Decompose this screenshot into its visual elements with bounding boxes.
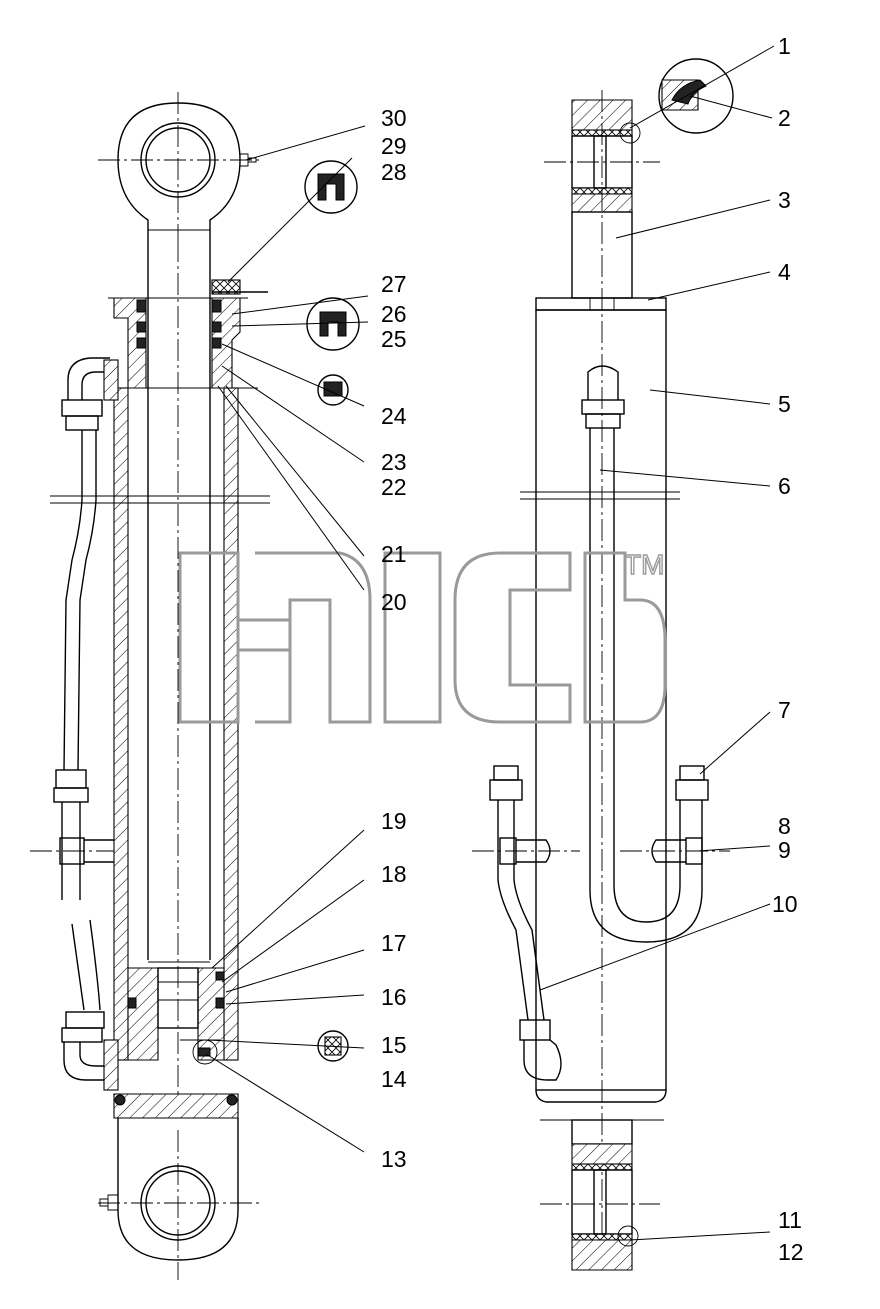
u-pipe — [581, 365, 730, 943]
callout-3: 3 — [778, 187, 791, 213]
wiper-cap — [211, 279, 268, 295]
callout-11: 11 — [778, 1207, 802, 1233]
callout-22: 22 — [381, 474, 407, 500]
callout-12: 12 — [778, 1239, 804, 1265]
callout-16: 16 — [381, 984, 407, 1010]
pipe-left — [30, 357, 119, 1091]
callout-27: 27 — [381, 271, 407, 297]
callout-5: 5 — [778, 391, 791, 417]
callout-1: 1 — [778, 33, 791, 59]
detail-bubble-1-2 — [658, 58, 734, 134]
callout-29: 29 — [381, 133, 407, 159]
callout-26: 26 — [381, 301, 407, 327]
callout-30: 30 — [381, 105, 407, 131]
base-block — [540, 1119, 660, 1271]
left-sectional-view — [30, 92, 270, 1280]
head-flange — [535, 297, 667, 311]
callout-15: 15 — [381, 1032, 407, 1058]
watermark-trademark: TM — [624, 549, 664, 580]
detail-bubble-24 — [317, 374, 349, 406]
callout-20: 20 — [381, 589, 407, 615]
callout-6: 6 — [778, 473, 791, 499]
callout-labels: 1234567891011121314151617181920212223242… — [381, 33, 804, 1265]
callout-10: 10 — [772, 891, 798, 917]
callout-24: 24 — [381, 403, 407, 429]
right-exterior-view — [304, 58, 734, 1271]
callout-28: 28 — [381, 159, 407, 185]
detail-bubble-29-28 — [304, 160, 358, 214]
barrel-exterior — [520, 309, 680, 1121]
callout-13: 13 — [381, 1146, 407, 1172]
callout-17: 17 — [381, 930, 407, 956]
rod-exterior — [571, 90, 633, 1270]
cylinder-tube — [104, 387, 258, 1061]
callout-2: 2 — [778, 105, 791, 131]
callout-14: 14 — [381, 1066, 407, 1092]
piston-rod — [147, 228, 211, 1112]
break-line-left — [50, 495, 270, 504]
callout-7: 7 — [778, 697, 791, 723]
callout-25: 25 — [381, 326, 407, 352]
callout-9: 9 — [778, 837, 791, 863]
callout-18: 18 — [381, 861, 407, 887]
piston — [127, 961, 225, 1065]
gland-head — [108, 297, 248, 389]
pipe-exterior-left — [472, 765, 580, 1081]
callout-4: 4 — [778, 259, 791, 285]
callout-21: 21 — [381, 541, 407, 567]
base-eye-bottom — [98, 1118, 262, 1280]
rod-eye-top — [98, 92, 262, 240]
callout-23: 23 — [381, 449, 407, 475]
callout-8: 8 — [778, 813, 791, 839]
end-cap-bottom — [113, 1093, 239, 1119]
watermark-logo: TM — [178, 548, 667, 724]
leader-lines — [205, 45, 775, 1241]
callout-19: 19 — [381, 808, 407, 834]
